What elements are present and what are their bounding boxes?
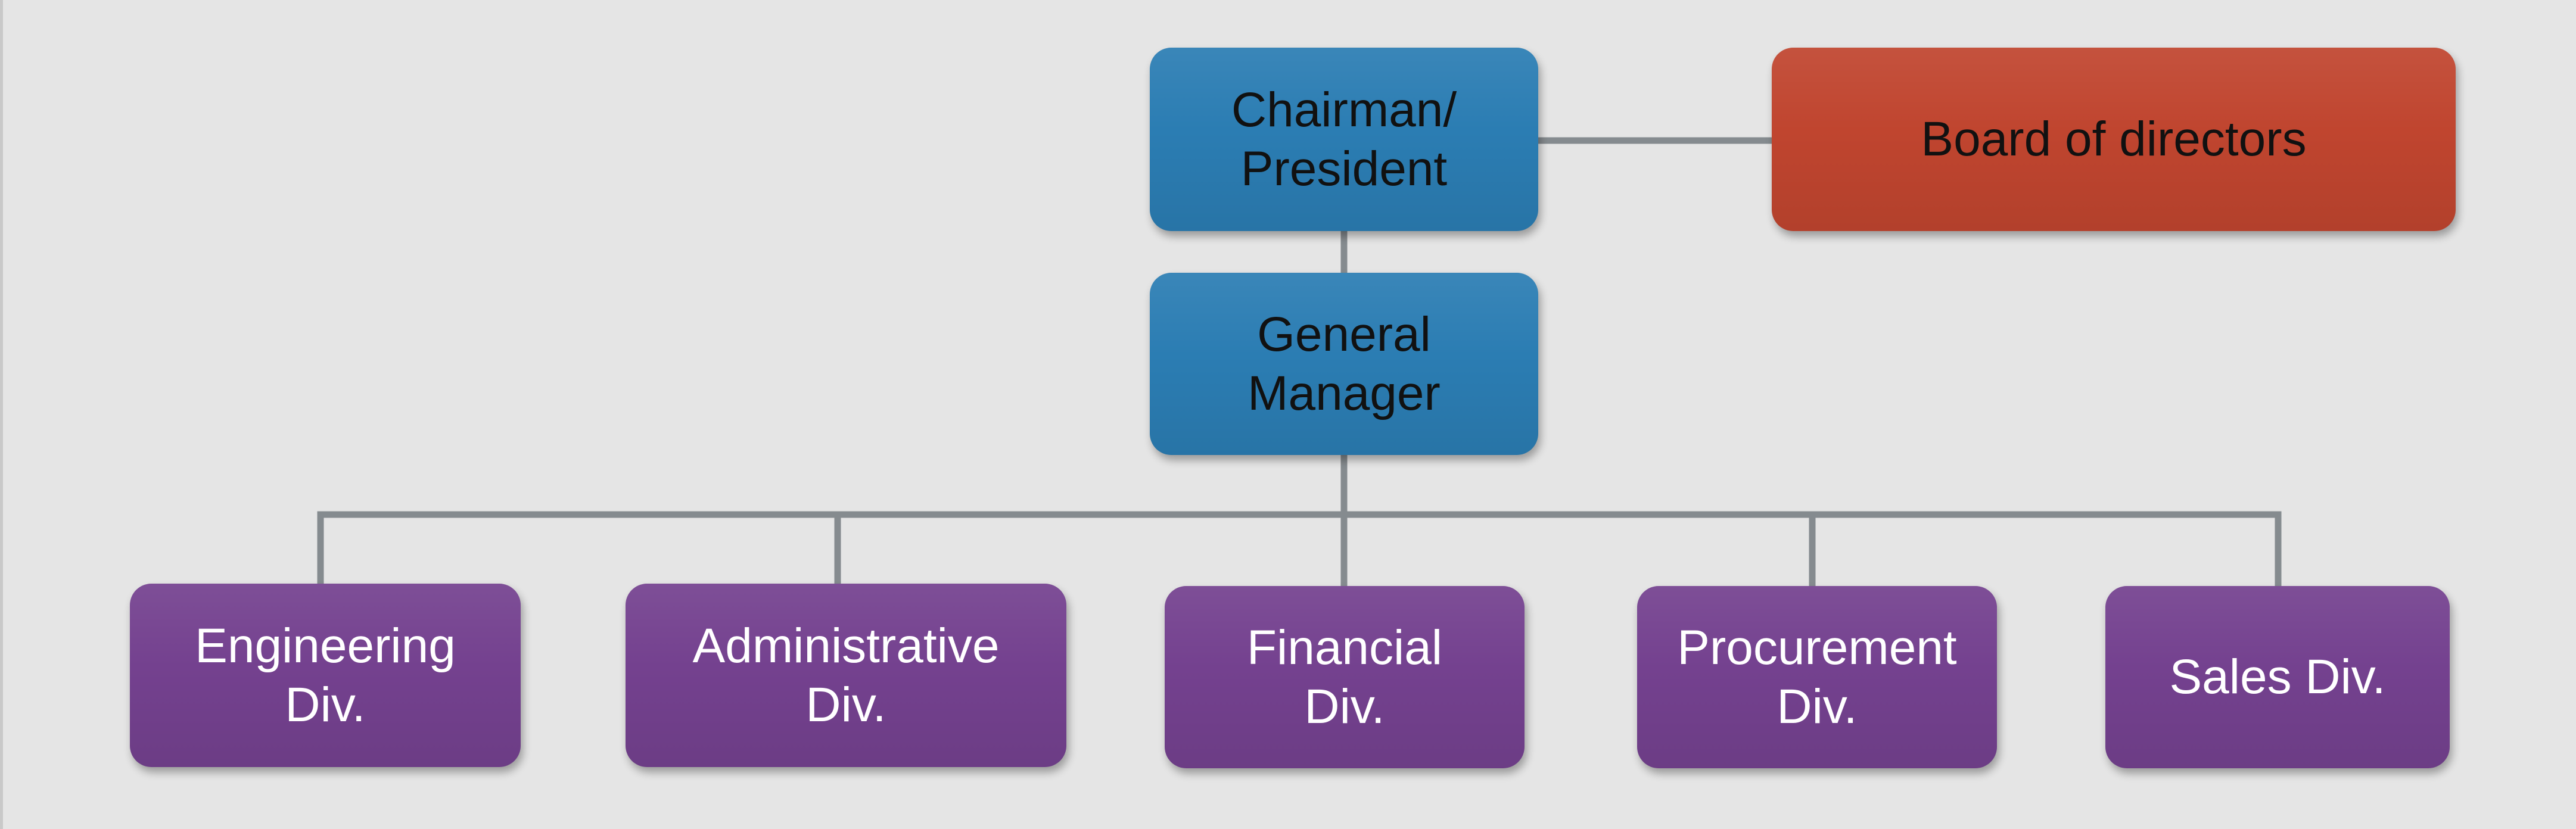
chairman-president-box: Chairman/ President (1150, 48, 1538, 231)
financial-division-box: Financial Div. (1165, 586, 1525, 768)
board-of-directors-box: Board of directors (1772, 48, 2456, 231)
procurement-division-box: Procurement Div. (1637, 586, 1997, 768)
sales-division-box: Sales Div. (2105, 586, 2450, 768)
administrative-division-box: Administrative Div. (626, 584, 1066, 767)
left-edge-line (0, 0, 3, 829)
general-manager-box: General Manager (1150, 273, 1538, 455)
engineering-division-box: Engineering Div. (130, 584, 521, 767)
